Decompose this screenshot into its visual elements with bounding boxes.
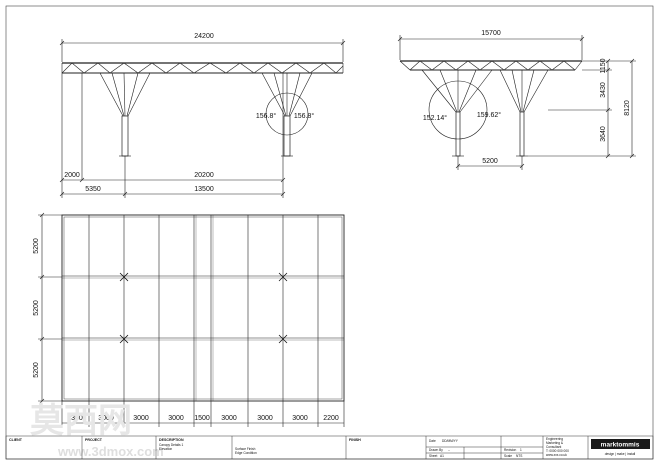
tb-sheet-value: A1: [440, 454, 444, 458]
plan-col-dim-9: 2200: [323, 415, 339, 422]
tb-sheet-label: Sheet: [429, 454, 437, 458]
watermark-url: www.3dmox.com: [57, 444, 164, 459]
title-block: [5, 435, 654, 460]
plan-col-dim-4: 3000: [168, 415, 184, 422]
tb-contact-line-3: Consultant: [546, 445, 561, 449]
tb-finish-label: FINISH: [349, 438, 361, 442]
watermark-chinese: 莫西网: [30, 401, 132, 441]
front-span: 20200: [194, 172, 214, 179]
plan-col-dim-5: 1500: [194, 415, 210, 422]
tb-logo-tagline: design | make | install: [605, 452, 636, 456]
tb-description-line-2: Elevation: [159, 447, 172, 451]
plan-view: [38, 212, 345, 427]
side-column-spacing: 5200: [482, 158, 498, 165]
front-angle-right: 156.8°: [294, 112, 315, 120]
front-overall-width: 24200: [194, 33, 214, 40]
front-column-spacing: 13500: [194, 186, 214, 193]
tb-finish-line-2: Edge Condition: [235, 451, 257, 455]
side-height-low: 3640: [600, 126, 607, 142]
tb-drawn-value: --: [448, 448, 450, 452]
side-height-total: 8120: [624, 100, 631, 116]
plan-col-dim-6: 3000: [221, 415, 237, 422]
tb-drawn-label: Drawn By: [429, 448, 443, 452]
plan-col-dim-2: 3000: [98, 415, 114, 422]
side-overall-width: 15700: [481, 30, 501, 37]
plan-col-dim-3: 3000: [133, 415, 149, 422]
tb-client-label: CLIENT: [9, 438, 23, 442]
tb-scale-label: Scale: [504, 454, 512, 458]
tb-project-label: PROJECT: [85, 438, 103, 442]
plan-column-markers: [119, 272, 288, 344]
front-left-offset: 2000: [64, 172, 80, 179]
tb-contact-line-1: Engineering: [546, 437, 563, 441]
plan-col-dim-7: 3000: [257, 415, 273, 422]
tb-logo-box: [591, 439, 650, 449]
tb-logo: marktommis: [601, 442, 640, 449]
tb-scale-value: NTS: [516, 454, 522, 458]
side-angle-left: 152.14°: [423, 114, 447, 122]
side-height-top: 1150: [600, 58, 607, 73]
tb-contact-line-4: T: 0000 000 000: [546, 449, 569, 453]
sheet-border: [5, 5, 654, 460]
tb-revision-label: Revision: [504, 448, 516, 452]
tb-date-label: Date: [429, 439, 436, 443]
side-angle-right: 159.62°: [477, 111, 501, 119]
tb-description-label: DESCRIPTION: [159, 438, 184, 442]
plan-row-dim-2: 5200: [33, 300, 40, 316]
side-height-mid: 3430: [600, 82, 607, 98]
tb-revision-value: 1: [520, 448, 522, 452]
tb-date-value: DD/MM/YY: [442, 439, 459, 443]
tb-description-line-1: Canopy Details 1: [159, 443, 184, 447]
plan-row-dim-1: 5200: [33, 238, 40, 254]
front-left-to-column: 5350: [85, 186, 101, 193]
tb-finish-line-1: Surface Finish: [235, 447, 256, 451]
plan-col-dim-8: 3000: [292, 415, 308, 422]
side-elevation: [397, 35, 636, 170]
front-elevation: [59, 39, 346, 198]
plan-row-dim-3: 5200: [33, 362, 40, 378]
plan-col-dim-1: 2300: [67, 415, 83, 422]
tb-contact-line-5: www.xxx.co.uk: [546, 453, 567, 457]
front-angle-left: 156.8°: [256, 112, 277, 120]
tb-contact-line-2: Marketing &: [546, 441, 564, 445]
